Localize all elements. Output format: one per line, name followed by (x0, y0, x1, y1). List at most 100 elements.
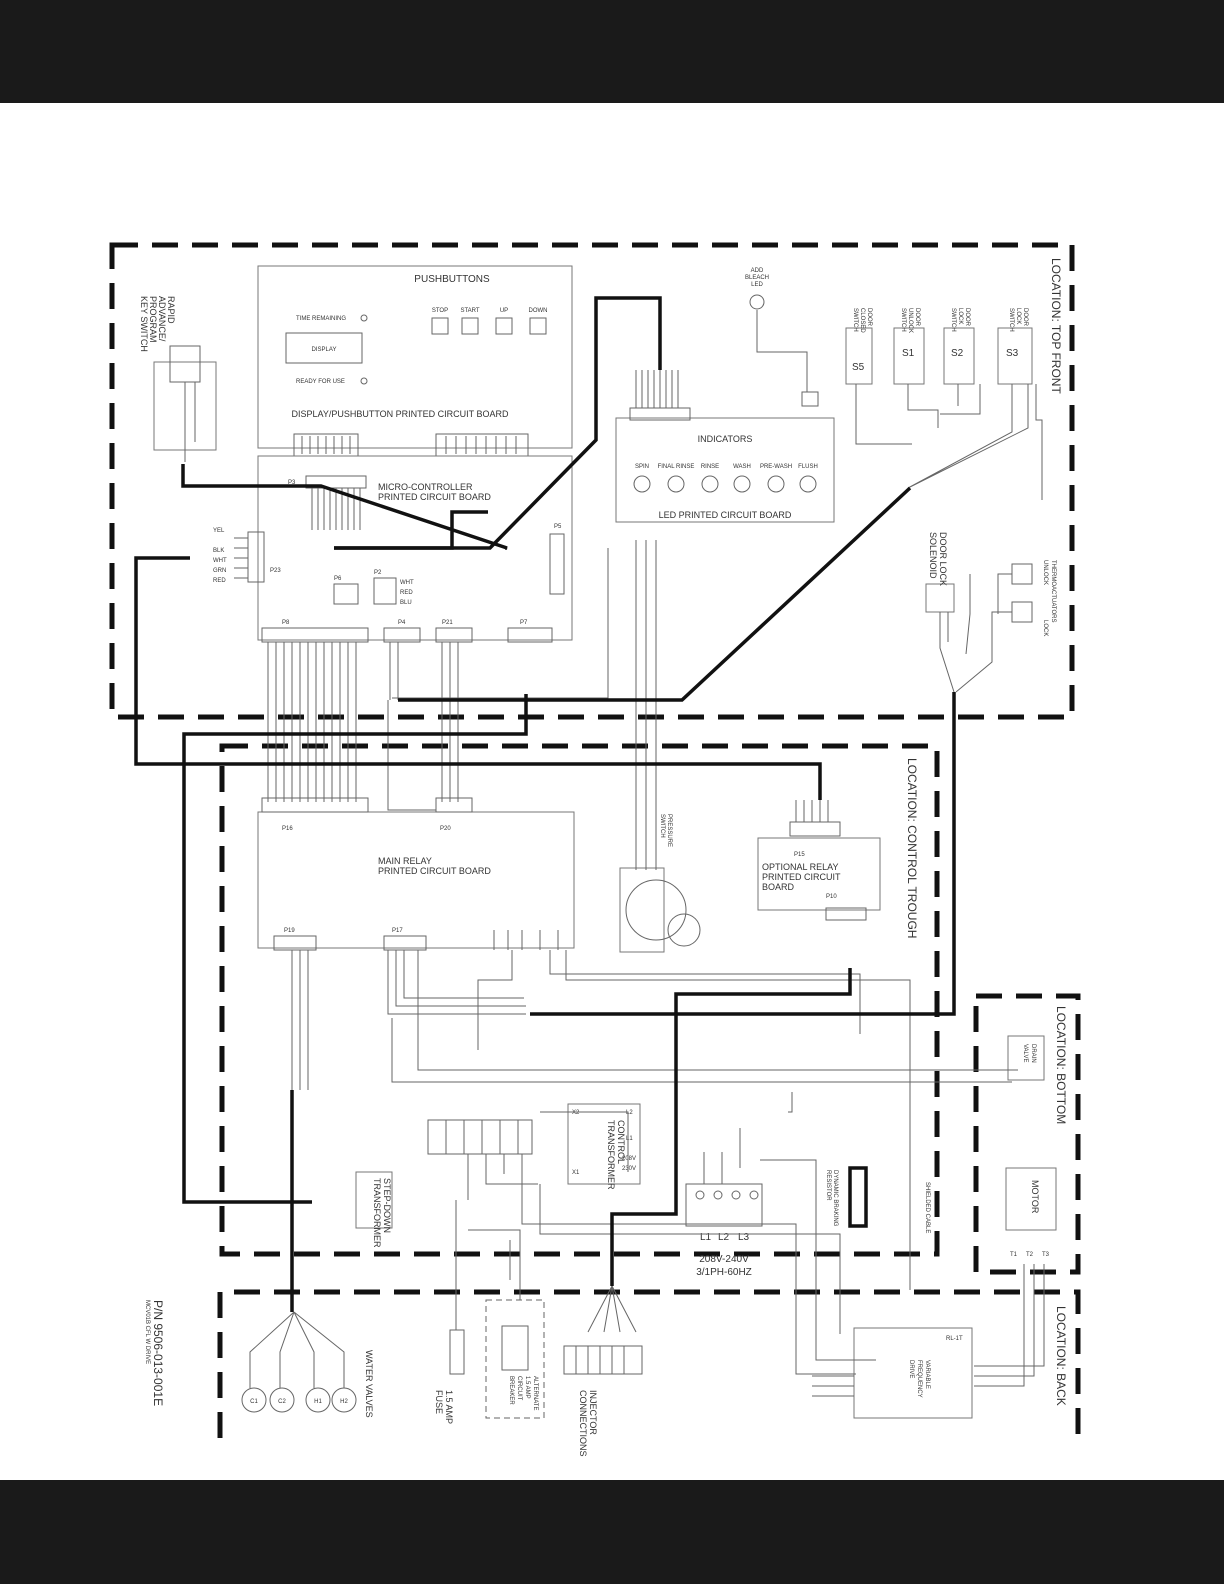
add-bleach-line3: LED (751, 282, 763, 288)
part-number: P/N 9506-013-001E (151, 1300, 165, 1406)
micro-board-line2: PRINTED CIRCUIT BOARD (378, 492, 491, 502)
pressure-switch-line2: SWITCH (659, 814, 665, 838)
svg-text:FINAL RINSE: FINAL RINSE (658, 464, 695, 470)
connector-p6-label: P6 (334, 576, 342, 582)
optional-relay-line2: PRINTED CIRCUIT (762, 872, 841, 882)
bleach-led-connector (801, 391, 819, 407)
variable-frequency-drive (853, 1327, 973, 1419)
power-rating: 208V-240V (699, 1254, 749, 1265)
switch-s1: S1 DOOR UNLOCK SWITCH (893, 308, 925, 385)
zone-back (217, 1289, 1081, 1438)
dynamic-braking-line2: RESISTOR (825, 1170, 831, 1201)
svg-text:C2: C2 (278, 1399, 286, 1405)
injector-terminal-block (563, 1345, 643, 1375)
connector-p4 (383, 627, 421, 643)
motor-t2: T2 (1026, 1252, 1034, 1258)
location-top-front: LOCATION: TOP FRONT (1049, 258, 1063, 394)
indicator-pre-wash: PRE-WASH (760, 464, 792, 493)
door-lock-solenoid (925, 583, 955, 613)
svg-text:SWITCH: SWITCH (900, 308, 906, 332)
dynamic-braking-resistor (848, 1166, 868, 1228)
thermoactuators-unlock-label: UNLOCK (1042, 560, 1048, 585)
add-bleach-line1: ADD (751, 268, 764, 274)
add-bleach-led (749, 294, 765, 310)
zone-top-front (109, 242, 1075, 720)
connector-p15-label: P15 (794, 852, 805, 858)
terminal-strip (427, 1119, 533, 1155)
connector-p23-label: P23 (270, 568, 281, 574)
connector-p17-label: P17 (392, 928, 403, 934)
indicator-wash: WASH (733, 464, 751, 493)
motor-t3: T3 (1042, 1252, 1050, 1258)
water-valve-c1: C1 (241, 1387, 267, 1413)
connector-p19 (273, 935, 317, 951)
location-back: LOCATION: BACK (1054, 1306, 1068, 1406)
door-lock-solenoid-line1: DOOR LOCK (938, 532, 948, 586)
thermoactuator-unlock (1011, 563, 1033, 585)
svg-text:DOOR: DOOR (1022, 308, 1028, 327)
control-transformer (567, 1103, 641, 1185)
pushbuttons-title: PUSHBUTTONS (414, 274, 490, 285)
connector-p21 (435, 627, 473, 643)
connector-p8-label: P8 (282, 620, 290, 626)
connector-p7-label: P7 (520, 620, 528, 626)
connector-p5 (549, 533, 565, 595)
switch-wires (855, 384, 1043, 500)
vfd-line1: VARIABLE (924, 1360, 930, 1389)
fuse (449, 1329, 465, 1375)
wiring-diagram: LOCATION: TOP FRONT LOCATION: CONTROL TR… (109, 242, 1081, 1457)
connector-p2-label: P2 (374, 570, 382, 576)
connector-p16 (261, 797, 369, 813)
connector-p19-label: P19 (284, 928, 295, 934)
harness-optional-relay (134, 556, 822, 800)
motor (1005, 1167, 1057, 1231)
bottom-letterbox (0, 1480, 1224, 1584)
fuse-line2: FUSE (434, 1390, 444, 1414)
main-relay-line1: MAIN RELAY (378, 856, 432, 866)
sub-title: MCV01B CFL W DRIVE (144, 1300, 150, 1364)
pressure-switch (625, 879, 687, 941)
thermoactuators-label: THERMOACTUATORS (1050, 560, 1056, 622)
power-phase: 3/1PH-60HZ (696, 1267, 752, 1278)
motor-drive-wiring (812, 1264, 1045, 1397)
ready-for-use-led (360, 377, 368, 385)
svg-text:UNLOCK: UNLOCK (907, 308, 913, 333)
transformer-x2: X2 (572, 1110, 580, 1116)
optional-relay-line3: BOARD (762, 882, 795, 892)
harness-display (334, 296, 662, 550)
connector-p10 (825, 907, 867, 921)
zone-control-trough (219, 743, 940, 1257)
relay-harness (387, 642, 459, 811)
switch-s2: S2 DOOR LOCK SWITCH (943, 308, 975, 385)
trough-wiring (391, 950, 1018, 1361)
harness-injector (610, 968, 852, 1286)
vfd-line2: FREQUENCY (916, 1360, 922, 1398)
drain-valve-line2: VALVE (1022, 1044, 1028, 1062)
fuse-line1: 1.5 AMP (444, 1390, 454, 1424)
water-valve-c2: C2 (269, 1387, 295, 1413)
svg-text:DOOR: DOOR (914, 308, 920, 327)
circuit-breaker (501, 1325, 529, 1371)
pushbutton-up: UP (495, 308, 513, 335)
svg-text:PRE-WASH: PRE-WASH (760, 464, 792, 470)
injector-line2: CONNECTIONS (578, 1390, 588, 1457)
svg-text:DOWN: DOWN (529, 308, 548, 314)
water-valves-label: WATER VALVES (364, 1350, 374, 1418)
breaker-box (485, 1299, 545, 1419)
svg-text:SWITCH: SWITCH (1008, 308, 1014, 332)
harness-step-down (182, 694, 528, 1204)
micro-board-line1: MICRO-CONTROLLER (378, 482, 473, 492)
pressure-switch-port (667, 913, 701, 947)
switch-s5: S5 DOOR CLOSED SWITCH (845, 308, 873, 385)
display-pushbutton-board (257, 265, 573, 449)
p2-wire-red: RED (400, 590, 413, 596)
water-valve-h1: H1 (305, 1387, 331, 1413)
location-bottom: LOCATION: BOTTOM (1054, 1006, 1068, 1124)
connector-p5-label: P5 (554, 524, 562, 530)
connector-p7 (507, 627, 553, 643)
ribbon-connectors (293, 433, 529, 457)
key-switch-line2: ADVANCE/ (157, 296, 167, 342)
svg-text:S1: S1 (902, 348, 915, 359)
pressure-switch-wires (392, 540, 657, 870)
p19-p17-harness (291, 950, 526, 1090)
